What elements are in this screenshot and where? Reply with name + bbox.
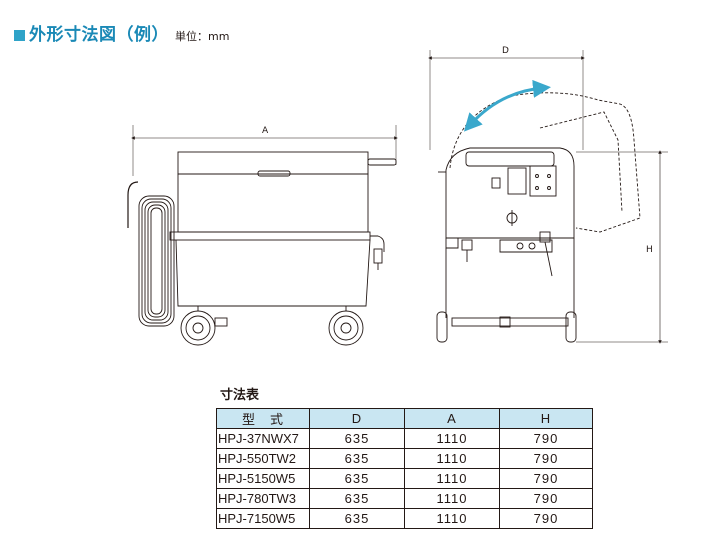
cell-a: 1110 <box>404 428 500 449</box>
table-header-row: 型 式 D A H <box>216 408 593 429</box>
cell-a: 1110 <box>404 448 500 469</box>
cell-model: HPJ-550TW2 <box>216 448 310 469</box>
cell-h: 790 <box>499 488 593 509</box>
cell-model: HPJ-37NWX7 <box>216 428 310 449</box>
table-row: HPJ-7150W5 635 1110 790 <box>216 508 593 529</box>
dimension-a-label: A <box>262 126 269 136</box>
cell-a: 1110 <box>404 488 500 509</box>
cell-h: 790 <box>499 508 593 529</box>
unit-label: 単位： <box>175 30 208 43</box>
page-title: 外形寸法図（例） 単位： mm <box>14 20 230 45</box>
table-row: HPJ-780TW3 635 1110 790 <box>216 488 593 509</box>
cell-d: 635 <box>309 448 405 469</box>
cell-a: 1110 <box>404 508 500 529</box>
header-a: A <box>404 408 500 429</box>
dimension-table: 型 式 D A H HPJ-37NWX7 635 1110 790 HPJ-55… <box>216 408 593 529</box>
cell-model: HPJ-780TW3 <box>216 488 310 509</box>
table-row: HPJ-5150W5 635 1110 790 <box>216 468 593 489</box>
table-row: HPJ-550TW2 635 1110 790 <box>216 448 593 469</box>
cell-d: 635 <box>309 488 405 509</box>
unit-value: mm <box>208 30 230 43</box>
dimension-drawing: A <box>127 46 668 346</box>
table-row: HPJ-37NWX7 635 1110 790 <box>216 428 593 449</box>
rotation-arrow-icon <box>463 79 551 132</box>
cell-a: 1110 <box>404 468 500 489</box>
title-text: 外形寸法図（例） <box>29 25 169 45</box>
cell-h: 790 <box>499 428 593 449</box>
dimension-d-label: D <box>502 46 509 56</box>
side-view <box>127 125 398 346</box>
title-bullet-square <box>14 30 25 41</box>
dimension-h-label: H <box>646 245 653 255</box>
cell-model: HPJ-5150W5 <box>216 468 310 489</box>
cell-d: 635 <box>309 428 405 449</box>
cell-d: 635 <box>309 468 405 489</box>
cell-d: 635 <box>309 508 405 529</box>
cell-h: 790 <box>499 468 593 489</box>
header-h: H <box>499 408 593 429</box>
header-model: 型 式 <box>216 408 310 429</box>
header-d: D <box>309 408 405 429</box>
table-caption: 寸法表 <box>220 388 260 403</box>
cell-model: HPJ-7150W5 <box>216 508 310 529</box>
front-view <box>428 50 668 344</box>
cell-h: 790 <box>499 448 593 469</box>
